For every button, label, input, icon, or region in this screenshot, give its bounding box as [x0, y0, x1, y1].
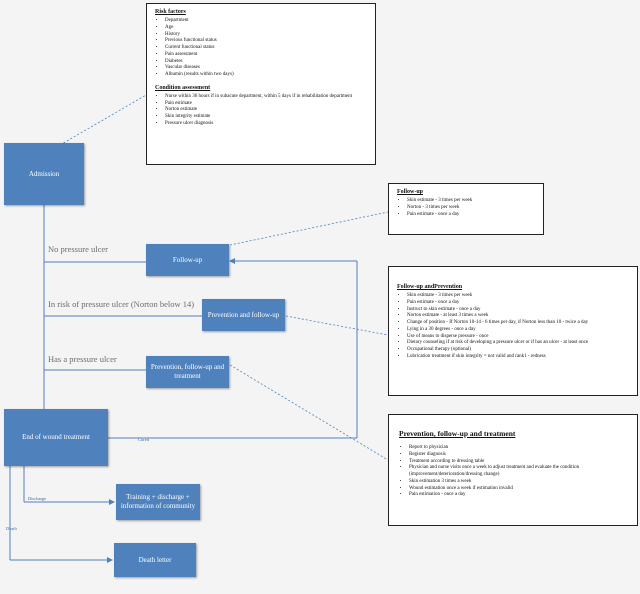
- list-item: Norton - 3 times per week: [407, 205, 535, 212]
- list-item: Dietary counseling if at risk of develop…: [407, 340, 629, 347]
- prevention-followup-label: Prevention and follow-up: [207, 310, 280, 319]
- list-item: Pressure ulcer diagnosis: [165, 121, 367, 128]
- list-item: Report to physician: [409, 445, 627, 452]
- prevention-note-list: Skin estimate - 3 times per week Pain es…: [397, 293, 629, 361]
- list-item: Treatment according to dressing table: [409, 459, 627, 466]
- list-item: Norton estimate: [165, 107, 367, 114]
- admission-node[interactable]: Admission: [4, 143, 84, 205]
- prevention-followup-node[interactable]: Prevention and follow-up: [202, 299, 285, 331]
- list-item: Diabetes: [165, 59, 367, 66]
- list-item: Pain estimate - once a day: [407, 300, 629, 307]
- list-item: Pain assessment: [165, 52, 367, 59]
- edge-label-cured: Cured: [138, 437, 149, 442]
- list-item: Pain estimation - once a day: [409, 492, 627, 499]
- list-item: Register diagnosis: [409, 452, 627, 459]
- followup-note-list: Skin estimate - 3 times per week Norton …: [397, 198, 535, 218]
- training-discharge-node[interactable]: Training + discharge + information of co…: [116, 484, 200, 520]
- followup-note-title: Follow-up: [397, 189, 424, 195]
- condition-assessment-title: Condition assessment: [155, 84, 211, 91]
- list-item: Norton estimate - at least 3 times a wee…: [407, 313, 629, 320]
- edge-label-death: Death: [6, 526, 17, 531]
- branch-has-ulcer: Has a pressure ulcer: [48, 354, 117, 364]
- death-letter-node[interactable]: Death letter: [114, 543, 196, 577]
- treatment-note-list: Report to physician Register diagnosis T…: [399, 445, 627, 499]
- risk-factors-list: Department Age History Previous function…: [155, 18, 367, 79]
- death-letter-label: Death letter: [138, 555, 172, 564]
- prevention-treatment-node[interactable]: Prevention, follow-up and treatment: [146, 356, 229, 388]
- followup-label: Follow-up: [172, 255, 203, 264]
- list-item: Wound estimation once a week if estimati…: [409, 486, 627, 493]
- training-discharge-label: Training + discharge + information of co…: [120, 493, 196, 510]
- end-wound-treatment-node[interactable]: End of wound treatment: [4, 409, 108, 466]
- list-item: History: [165, 32, 367, 39]
- list-item: Occupational therapy (optional): [407, 347, 629, 354]
- admission-label: Admission: [28, 169, 60, 178]
- list-item: Vascular diseases: [165, 65, 367, 72]
- branch-risk: In risk of pressure ulcer (Norton below …: [48, 299, 195, 309]
- list-item: Lubrication treatment if skin integrity …: [407, 354, 629, 361]
- list-item: Albumin (results within two days): [165, 72, 367, 79]
- list-item: Skin estimation 3 times a week: [409, 479, 627, 486]
- list-item: Nurse within 36 hours if in subacute dep…: [165, 94, 367, 101]
- risk-factors-title: Risk factors: [155, 9, 186, 15]
- prevention-note-title: Follow-up andPrevention: [397, 284, 463, 290]
- list-item: Current functional status: [165, 45, 367, 52]
- end-wound-treatment-label: End of wound treatment: [22, 433, 90, 442]
- list-item: Change of position - If Norton 10-14 - 6…: [407, 320, 629, 327]
- list-item: Use of means to disperse pressure - once: [407, 334, 629, 341]
- list-item: Skin integrity estimate: [165, 114, 367, 121]
- edge-label-discharge: Discharge: [28, 496, 47, 501]
- note-prevention: Follow-up andPrevention Skin estimate - …: [388, 266, 638, 396]
- prevention-treatment-label: Prevention, follow-up and treatment: [150, 363, 225, 380]
- list-item: Department: [165, 18, 367, 25]
- list-item: Skin estimate - 3 times per week: [407, 293, 629, 300]
- list-item: Pain estimate: [165, 101, 367, 108]
- treatment-note-title: Prevention, follow-up and treatment: [399, 429, 516, 438]
- note-followup: Follow-up Skin estimate - 3 times per we…: [388, 183, 544, 235]
- note-admission: Risk factors Department Age History Prev…: [146, 3, 376, 165]
- list-item: Physician and nurse visits once a week t…: [409, 465, 627, 479]
- list-item: Previous functional status: [165, 38, 367, 45]
- followup-node[interactable]: Follow-up: [146, 244, 229, 276]
- list-item: Skin estimate - 3 times per week: [407, 198, 535, 205]
- list-item: Lying in a 30 degrees - once a day: [407, 327, 629, 334]
- list-item: Instruct to skin estimate - once a day: [407, 307, 629, 314]
- list-item: Pain estimate - once a day: [407, 212, 535, 219]
- condition-assessment-list: Nurse within 36 hours if in subacute dep…: [155, 94, 367, 128]
- note-treatment: Prevention, follow-up and treatment Repo…: [388, 414, 638, 526]
- list-item: Age: [165, 25, 367, 32]
- branch-no-ulcer: No pressure ulcer: [48, 244, 108, 254]
